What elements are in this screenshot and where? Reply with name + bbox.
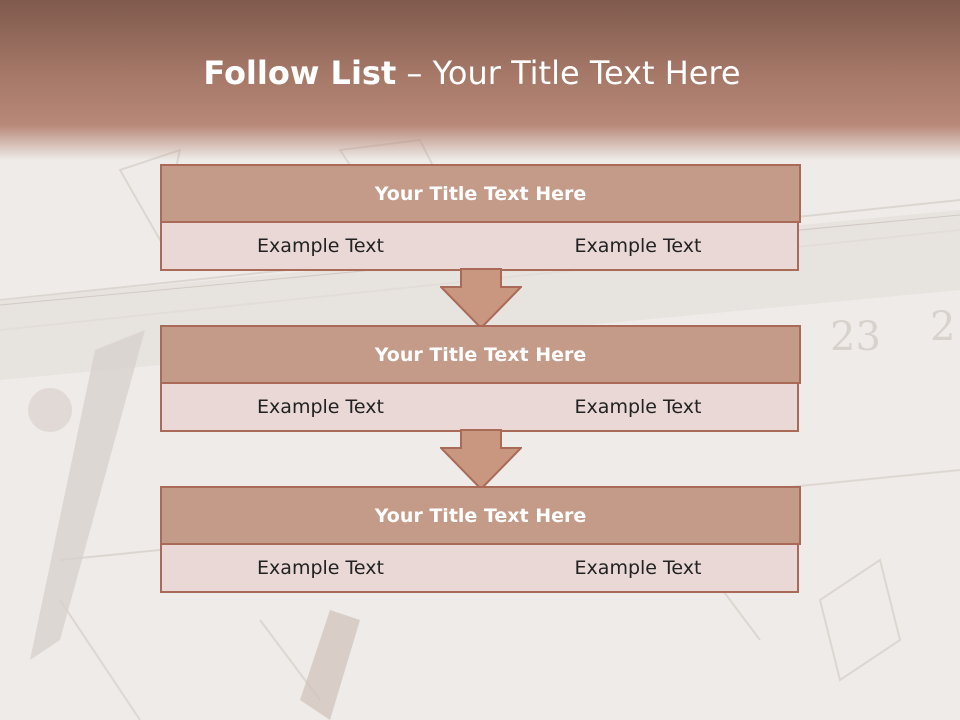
block-title: Your Title Text Here <box>160 486 801 545</box>
down-arrow-icon <box>440 268 522 330</box>
list-block-1: Your Title Text Here Example Text Exampl… <box>160 164 801 271</box>
list-block-3: Your Title Text Here Example Text Exampl… <box>160 486 801 593</box>
svg-text:2: 2 <box>930 304 955 350</box>
block-title: Your Title Text Here <box>160 164 801 223</box>
block-title: Your Title Text Here <box>160 325 801 384</box>
down-arrow-icon <box>440 429 522 491</box>
header-band <box>0 0 960 160</box>
svg-text:23: 23 <box>830 314 881 360</box>
slide-title-rest: – Your Title Text Here <box>396 54 741 92</box>
block-cell-left: Example Text <box>160 221 481 271</box>
slide-title-bold: Follow List <box>203 54 397 92</box>
block-cell-right: Example Text <box>479 382 799 432</box>
block-cell-right: Example Text <box>479 221 799 271</box>
block-cell-left: Example Text <box>160 382 481 432</box>
block-cell-right: Example Text <box>479 543 799 593</box>
list-block-2: Your Title Text Here Example Text Exampl… <box>160 325 801 432</box>
slide-title: Follow List – Your Title Text Here <box>0 54 944 92</box>
block-cell-left: Example Text <box>160 543 481 593</box>
